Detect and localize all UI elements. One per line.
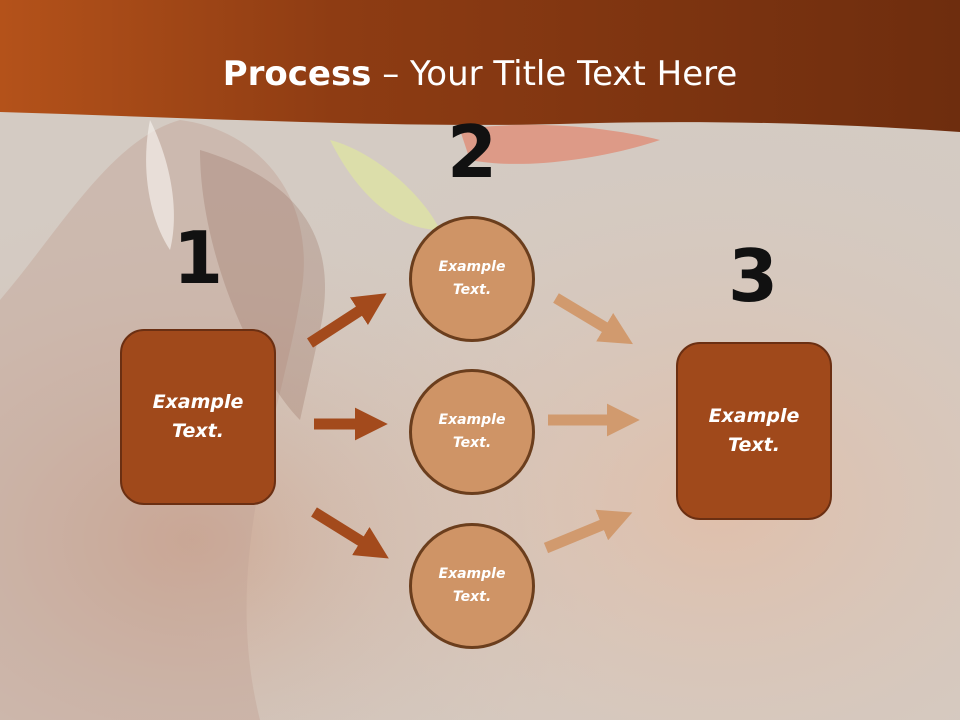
title-bold: Process	[222, 54, 372, 94]
left-step-box-text: Example Text.	[152, 391, 244, 442]
arrow-left-to-top	[307, 293, 387, 348]
middle-step-circle-middle: Example Text.	[409, 369, 535, 495]
middle-step-circle-top: Example Text.	[409, 216, 535, 342]
arrow-bottom-to-right	[543, 509, 633, 554]
left-step-box: Example Text.	[120, 329, 276, 505]
circle-text: Example Text.	[438, 566, 506, 605]
step-number-1: 1	[172, 216, 224, 300]
middle-step-circle-bottom: Example Text.	[409, 523, 535, 649]
slide-title: Process – Your Title Text Here	[0, 52, 960, 96]
title-rest: – Your Title Text Here	[371, 54, 738, 94]
circle-text: Example Text.	[438, 412, 506, 451]
arrow-top-to-right	[553, 293, 633, 345]
right-step-box: Example Text.	[676, 342, 832, 520]
step-number-3: 3	[727, 234, 779, 318]
right-step-box-text: Example Text.	[708, 405, 800, 456]
circle-text: Example Text.	[438, 259, 506, 298]
arrow-left-to-bottom	[311, 507, 389, 559]
step-number-2: 2	[446, 110, 498, 194]
